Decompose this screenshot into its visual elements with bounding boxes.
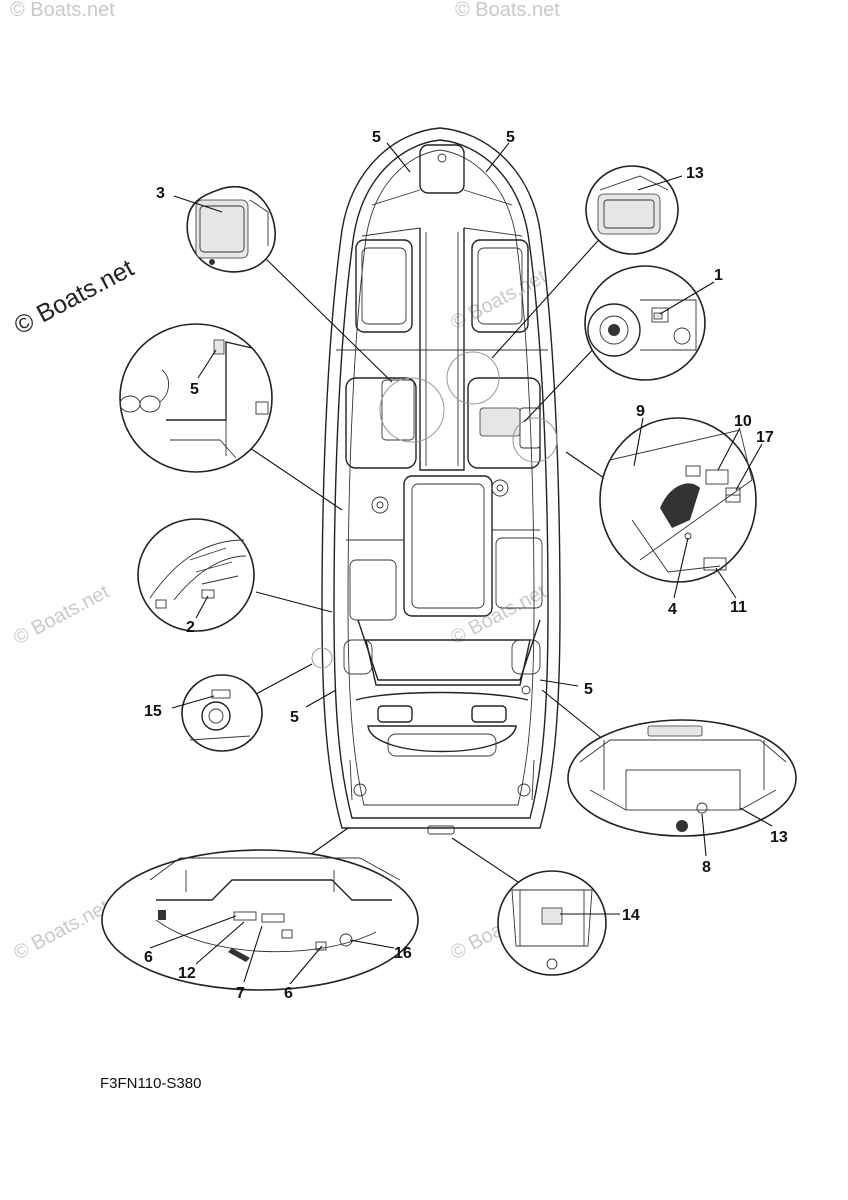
callout-2: 2 bbox=[186, 619, 195, 636]
callout-4: 4 bbox=[668, 601, 677, 618]
callout-6: 6 bbox=[144, 949, 153, 966]
callout-6: 6 bbox=[284, 985, 293, 1002]
watermark: © Boats.net bbox=[10, 254, 139, 340]
callout-12: 12 bbox=[178, 965, 196, 982]
callout-14: 14 bbox=[622, 907, 640, 924]
watermark: © Boats.net bbox=[10, 581, 113, 650]
callout-5: 5 bbox=[506, 129, 515, 146]
watermark: © Boats.net bbox=[455, 0, 560, 21]
callout-11: 11 bbox=[730, 599, 747, 616]
callout-7: 7 bbox=[236, 985, 245, 1002]
watermark: © Boats.net bbox=[10, 896, 113, 965]
callout-15: 15 bbox=[144, 703, 162, 720]
callout-8: 8 bbox=[702, 859, 711, 876]
watermark: © Boats.net bbox=[447, 581, 550, 650]
callout-13: 13 bbox=[770, 829, 788, 846]
callout-16: 16 bbox=[394, 945, 412, 962]
detail-bubble-2 bbox=[137, 518, 255, 632]
callout-1: 1 bbox=[714, 267, 723, 284]
boat-hull bbox=[311, 127, 561, 835]
drawing-code: F3FN110-S380 bbox=[100, 1075, 201, 1092]
callout-10: 10 bbox=[734, 413, 752, 430]
callout-numbers: 5 5 3 13 1 5 9 10 17 4 11 2 5 15 5 13 8 … bbox=[144, 129, 788, 1002]
detail-bubble-13-top bbox=[585, 165, 679, 255]
leader-lines bbox=[249, 142, 615, 887]
callout-5: 5 bbox=[290, 709, 299, 726]
detail-bubble-stern-locker bbox=[567, 719, 797, 837]
callout-5: 5 bbox=[372, 129, 381, 146]
watermark: © Boats.net bbox=[10, 0, 115, 21]
detail-bubble-5-left bbox=[119, 323, 273, 473]
detail-bubble-throttle bbox=[599, 417, 757, 583]
detail-bubble-3 bbox=[186, 185, 276, 273]
watermarks: © Boats.net © Boats.net © Boats.net © Bo… bbox=[10, 0, 561, 964]
detail-bubble-1 bbox=[584, 265, 706, 381]
callout-5: 5 bbox=[584, 681, 593, 698]
callout-3: 3 bbox=[156, 185, 165, 202]
detail-bubble-15 bbox=[181, 674, 263, 752]
callout-13: 13 bbox=[686, 165, 704, 182]
callout-17: 17 bbox=[756, 429, 774, 446]
callout-9: 9 bbox=[636, 403, 645, 420]
detail-bubble-14 bbox=[497, 870, 607, 976]
detail-bubble-swim-platform bbox=[101, 849, 419, 991]
callout-5: 5 bbox=[190, 381, 199, 398]
callout-leaders bbox=[149, 175, 773, 985]
